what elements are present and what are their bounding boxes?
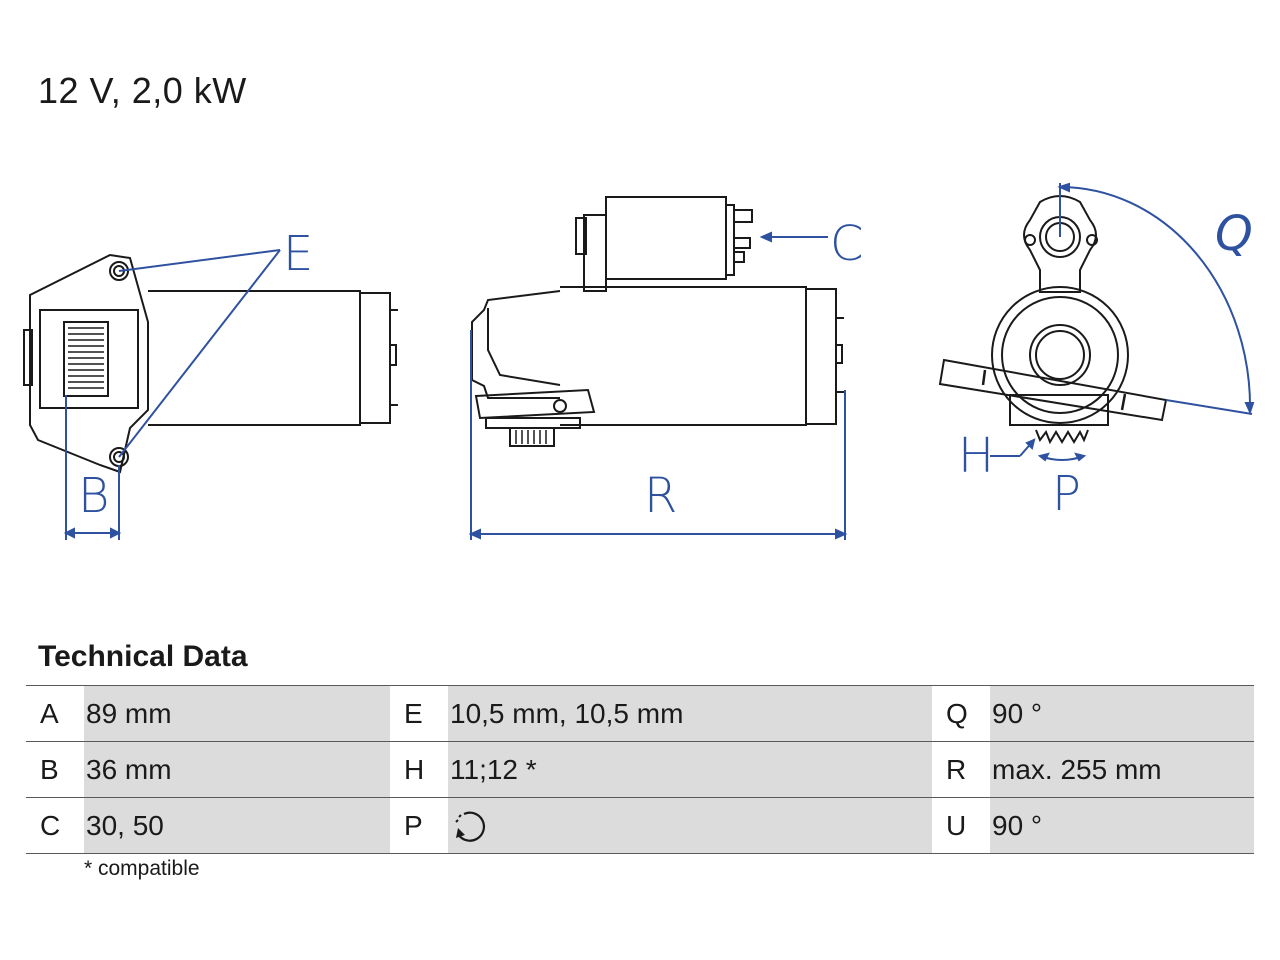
label-e: E: [283, 226, 313, 282]
product-title: 12 V, 2,0 kW: [38, 70, 247, 111]
spec-key: E: [390, 685, 448, 742]
spec-key: C: [26, 797, 84, 854]
side-view-left: [23, 253, 398, 474]
technical-data-heading: Technical Data: [38, 640, 248, 673]
spec-value-rotation: [448, 797, 932, 854]
footnote: * compatible: [84, 857, 200, 880]
table-row: B 36 mm H 11;12 * R max. 255 mm: [26, 741, 1254, 798]
spec-key: B: [26, 741, 84, 798]
spec-key: H: [390, 741, 448, 798]
spec-value: 89 mm: [84, 685, 390, 742]
label-c: C: [830, 216, 864, 272]
technical-data-table: A 89 mm E 10,5 mm, 10,5 mm Q 90 ° B 36 m…: [26, 685, 1254, 854]
dimension-c: [759, 231, 828, 243]
spec-key: Q: [932, 685, 990, 742]
spec-key: A: [26, 685, 84, 742]
starter-motor-technical-drawing: E C Q B R H P: [23, 182, 1255, 540]
spec-value: 90 °: [990, 797, 1254, 854]
label-q: Q: [1215, 206, 1253, 262]
dimension-r: [468, 330, 848, 540]
dimension-q: [1057, 182, 1255, 415]
spec-value: 11;12 *: [448, 741, 932, 798]
dimension-p: [1037, 452, 1087, 462]
spec-key: P: [390, 797, 448, 854]
label-b: B: [78, 468, 109, 524]
spec-value: 10,5 mm, 10,5 mm: [448, 685, 932, 742]
spec-value: max. 255 mm: [990, 741, 1254, 798]
spec-value: 90 °: [990, 685, 1254, 742]
table-row: A 89 mm E 10,5 mm, 10,5 mm Q 90 °: [26, 685, 1254, 742]
label-h: H: [958, 428, 994, 484]
dimension-b: [63, 395, 122, 540]
clockwise-rotation-icon: [455, 811, 486, 842]
spec-key: U: [932, 797, 990, 854]
spec-value: 30, 50: [84, 797, 390, 854]
table-row: C 30, 50 P U 90 °: [26, 797, 1254, 854]
dimension-e: [118, 249, 281, 458]
label-p: P: [1052, 466, 1081, 522]
side-view-middle: [471, 196, 844, 447]
spec-key: R: [932, 741, 990, 798]
label-r: R: [644, 468, 677, 524]
dimension-h: [990, 438, 1036, 457]
end-view-right: [938, 195, 1168, 445]
spec-value: 36 mm: [84, 741, 390, 798]
